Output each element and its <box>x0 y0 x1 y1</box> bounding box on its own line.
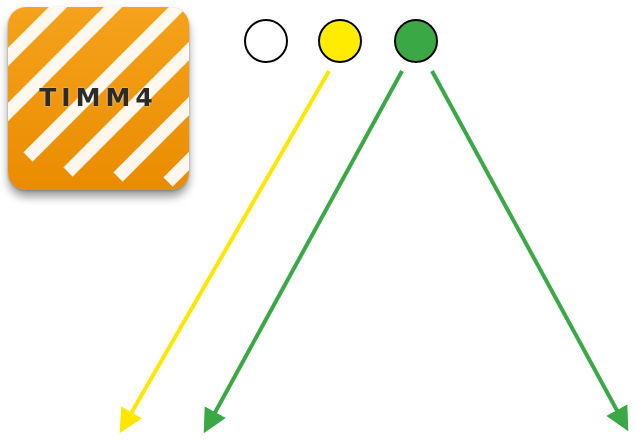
yellow-circle <box>318 19 362 63</box>
green-arrow-left <box>203 70 404 434</box>
yellow-arrow <box>119 69 331 434</box>
green-circle <box>394 19 438 63</box>
white-circle <box>244 19 288 63</box>
icon-label: TIMM4 <box>39 83 158 112</box>
green-arrow-right <box>430 70 629 432</box>
icon-stripes <box>8 7 189 187</box>
timm4-app-icon: TIMM4 <box>8 7 189 190</box>
